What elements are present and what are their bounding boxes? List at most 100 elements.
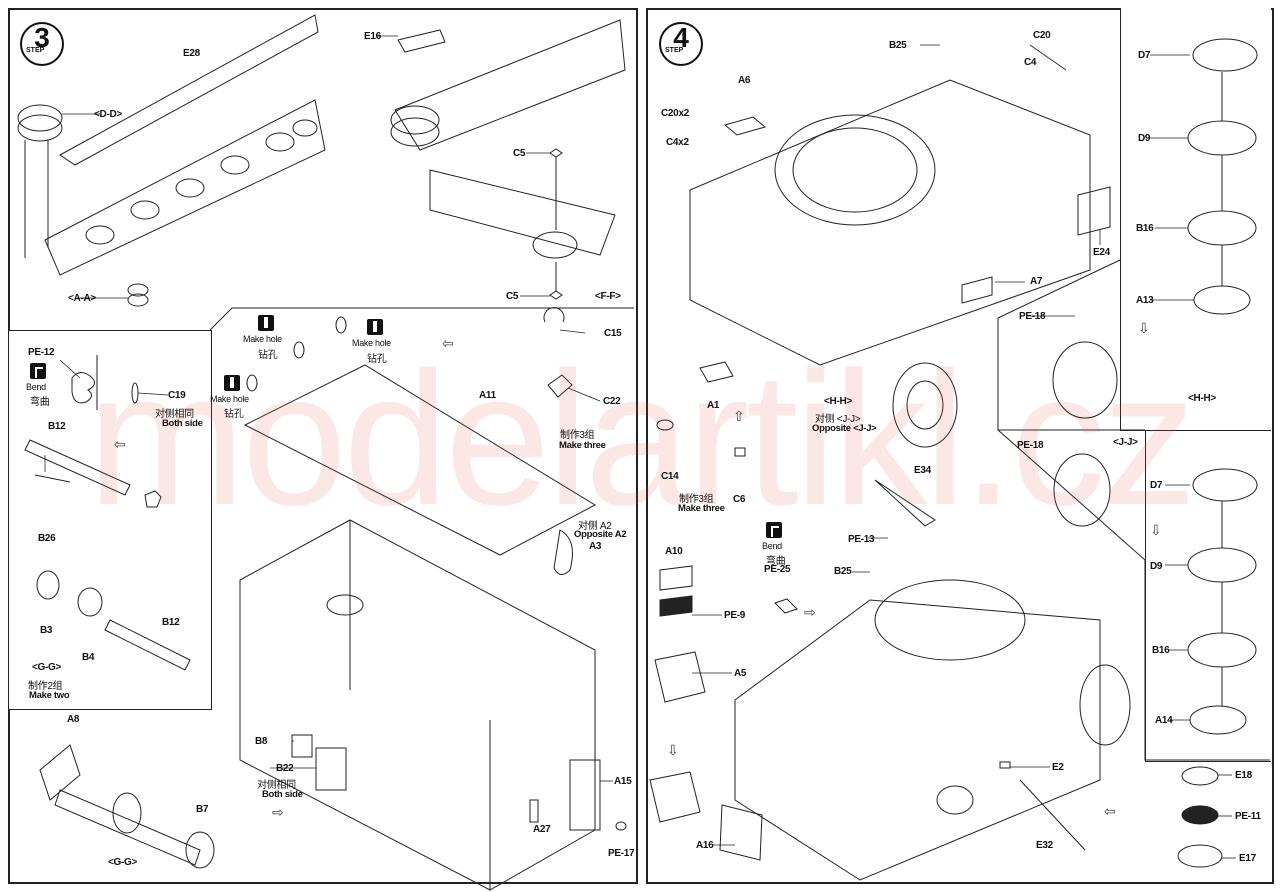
label-make-hole-3-cn: 钻孔 bbox=[224, 409, 244, 420]
label-a13: A13 bbox=[1136, 295, 1154, 306]
label-pe13: PE-13 bbox=[848, 534, 875, 545]
label-e2: E2 bbox=[1052, 762, 1064, 773]
label-make-three-cn: 制作3组 bbox=[560, 430, 595, 441]
jj-sprocket-subpanel bbox=[1145, 430, 1271, 762]
step-4-badge: 4 STEP bbox=[659, 22, 703, 66]
label-d7-b: D7 bbox=[1150, 480, 1163, 491]
label-b22: B22 bbox=[276, 763, 294, 774]
label-a16: A16 bbox=[696, 840, 714, 851]
label-make-hole-2-en: Make hole bbox=[352, 338, 391, 348]
label-pe9: PE-9 bbox=[724, 610, 746, 621]
label-a14: A14 bbox=[1155, 715, 1173, 726]
label-e24: E24 bbox=[1093, 247, 1110, 258]
label-bend-cn: 弯曲 bbox=[30, 397, 50, 408]
drill-icon-3 bbox=[224, 375, 240, 391]
label-both-side-cn: 对侧相同 bbox=[155, 409, 194, 420]
label-make-two-en: Make two bbox=[29, 690, 70, 701]
label-jj-view: <J-J> bbox=[1113, 437, 1138, 448]
label-make-two-cn: 制作2组 bbox=[28, 681, 63, 692]
label-a8: A8 bbox=[67, 714, 80, 725]
label-c22: C22 bbox=[603, 396, 621, 407]
view-arrow-icon: ⇩ bbox=[1150, 522, 1162, 538]
bend-icon bbox=[766, 522, 782, 538]
label-a11: A11 bbox=[479, 390, 496, 401]
view-arrow-icon: ⇧ bbox=[733, 408, 745, 424]
label-ff-view: <F-F> bbox=[595, 291, 621, 302]
label-make-hole-1-en: Make hole bbox=[243, 334, 282, 344]
bend-icon bbox=[30, 363, 46, 379]
label-pe18-b: PE-18 bbox=[1017, 440, 1044, 451]
label-e34: E34 bbox=[914, 465, 931, 476]
step-3-word: STEP bbox=[25, 47, 46, 54]
view-arrow-icon: ⇨ bbox=[804, 604, 816, 620]
label-bend-en: Bend bbox=[762, 541, 782, 551]
label-make-hole-1-cn: 钻孔 bbox=[258, 350, 278, 361]
label-c6: C6 bbox=[733, 494, 746, 505]
label-aa-view: <A-A> bbox=[68, 293, 96, 304]
step-4-number: 4 bbox=[673, 22, 689, 53]
label-gg-view-b: <G-G> bbox=[108, 857, 138, 868]
label-e16: E16 bbox=[364, 31, 381, 42]
label-e18: E18 bbox=[1235, 770, 1252, 781]
step-3-badge: 3 STEP bbox=[20, 22, 64, 66]
label-c5-top: C5 bbox=[513, 148, 526, 159]
label-b12-lower: B12 bbox=[162, 617, 180, 628]
label-opposite-jj-cn: 对侧 <J-J> bbox=[815, 414, 861, 425]
label-e32: E32 bbox=[1036, 840, 1053, 851]
view-arrow-icon: ⇦ bbox=[442, 335, 454, 351]
label-pe12: PE-12 bbox=[28, 347, 55, 358]
label-c4: C4 bbox=[1024, 57, 1037, 68]
step-4-word: STEP bbox=[664, 47, 685, 54]
label-hh-view: <H-H> bbox=[824, 396, 852, 407]
label-b25-bottom: B25 bbox=[834, 566, 852, 577]
label-a3: A3 bbox=[589, 541, 602, 552]
label-both-side-2-cn: 对侧相同 bbox=[257, 780, 296, 791]
label-pe11: PE-11 bbox=[1235, 811, 1261, 822]
label-make-three-en: Make three bbox=[559, 440, 606, 451]
label-b25-top: B25 bbox=[889, 40, 907, 51]
label-pe18-a: PE-18 bbox=[1019, 311, 1046, 322]
label-d9-a: D9 bbox=[1138, 133, 1151, 144]
label-e28: E28 bbox=[183, 48, 200, 59]
label-dd-view: <D-D> bbox=[94, 109, 122, 120]
view-arrow-icon: ⇩ bbox=[1138, 320, 1150, 336]
label-make-hole-2-cn: 钻孔 bbox=[367, 354, 387, 365]
label-c20: C20 bbox=[1033, 30, 1051, 41]
step-3-number: 3 bbox=[34, 22, 50, 53]
label-b26: B26 bbox=[38, 533, 56, 544]
label-c5-bottom: C5 bbox=[506, 291, 519, 302]
label-c19: C19 bbox=[168, 390, 186, 401]
label-a15: A15 bbox=[614, 776, 632, 787]
label-c20x2: C20x2 bbox=[661, 108, 689, 119]
label-c4x2: C4x2 bbox=[666, 137, 689, 148]
view-arrow-icon: ⇨ bbox=[272, 804, 284, 820]
label-b3: B3 bbox=[40, 625, 53, 636]
label-a27: A27 bbox=[533, 824, 551, 835]
label-both-side-en: Both side bbox=[162, 418, 203, 429]
label-opposite-a2-cn: 对侧 A2 bbox=[578, 521, 612, 532]
label-c14: C14 bbox=[661, 471, 679, 482]
label-b8: B8 bbox=[255, 736, 268, 747]
view-arrow-icon: ⇩ bbox=[667, 742, 679, 758]
view-arrow-icon: ⇦ bbox=[1104, 803, 1116, 819]
label-a10: A10 bbox=[665, 546, 683, 557]
label-make-hole-3-en: Make hole bbox=[210, 394, 249, 404]
label-b7: B7 bbox=[196, 804, 209, 815]
label-opposite-jj-en: Opposite <J-J> bbox=[812, 423, 877, 434]
label-make-three-en: Make three bbox=[678, 503, 725, 514]
label-a6: A6 bbox=[738, 75, 751, 86]
label-pe17: PE-17 bbox=[608, 848, 635, 859]
label-a7: A7 bbox=[1030, 276, 1043, 287]
label-bend-cn: 弯曲 bbox=[766, 556, 786, 567]
label-hh-view-b: <H-H> bbox=[1188, 393, 1216, 404]
drill-icon-2 bbox=[367, 319, 383, 335]
label-a1: A1 bbox=[707, 400, 720, 411]
label-d9-b: D9 bbox=[1150, 561, 1163, 572]
hh-sprocket-subpanel bbox=[1120, 8, 1271, 431]
label-b16-b: B16 bbox=[1152, 645, 1170, 656]
label-a5: A5 bbox=[734, 668, 747, 679]
label-b16-a: B16 bbox=[1136, 223, 1154, 234]
label-both-side-2-en: Both side bbox=[262, 789, 303, 800]
label-make-three-cn: 制作3组 bbox=[679, 494, 714, 505]
drill-icon-1 bbox=[258, 315, 274, 331]
